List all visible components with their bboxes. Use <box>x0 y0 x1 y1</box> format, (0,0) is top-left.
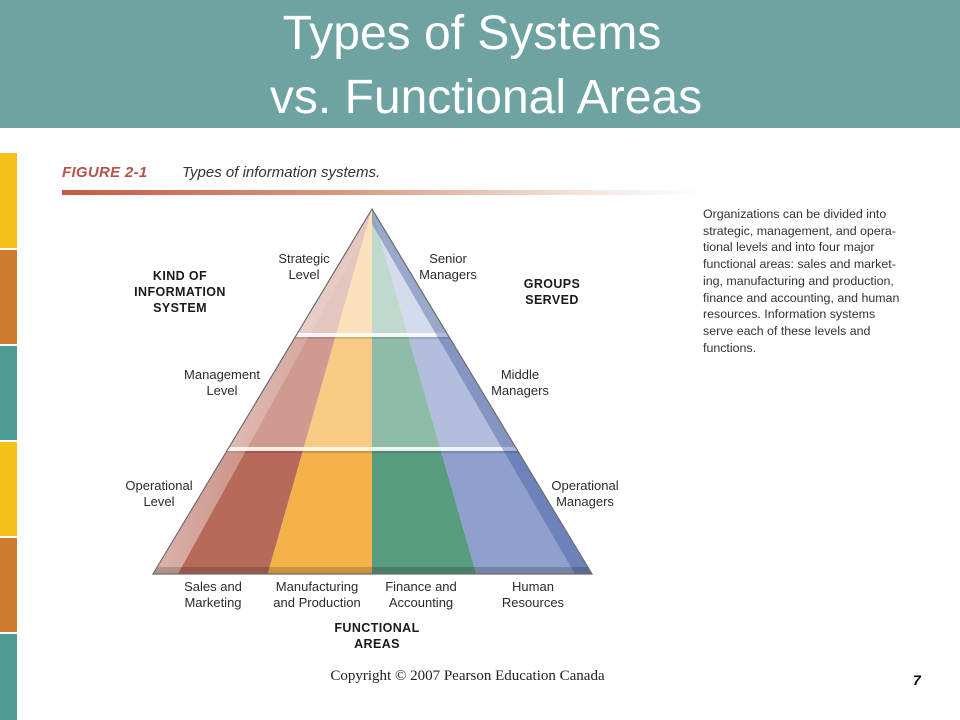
strip-segment-orange-2 <box>0 537 17 633</box>
strip-segment-gold <box>0 153 17 249</box>
group-senior-managers-label: Senior Managers <box>419 251 477 282</box>
area-finance-label: Finance and Accounting <box>385 579 457 610</box>
group-middle-managers-label: Middle Managers <box>491 367 549 398</box>
strip-segment-teal-2 <box>0 633 17 720</box>
level-operational-label: Operational Level <box>125 478 193 509</box>
pyramid-base <box>153 567 592 574</box>
figure-description: Organizations can be divided into strate… <box>703 207 900 355</box>
page-number: 7 <box>913 672 921 688</box>
level-divider-upper <box>153 333 592 337</box>
area-manufacturing-label: Manufacturing and Production <box>273 579 361 610</box>
level-divider-lower <box>153 447 592 451</box>
system-kind-heading: KIND OF INFORMATION SYSTEM <box>134 269 226 315</box>
level-management-label: Management Level <box>184 367 260 398</box>
area-sales-marketing-label: Sales and Marketing <box>184 579 242 610</box>
strip-segment-teal <box>0 345 17 441</box>
slide-title-line-2: vs. Functional Areas <box>269 71 703 124</box>
figure-caption: Types of information systems. <box>182 164 381 181</box>
functional-areas-heading: FUNCTIONAL AREAS <box>334 621 420 651</box>
group-operational-managers-label: Operational Managers <box>551 478 619 509</box>
slide-title-line-1: Types of Systems <box>282 7 662 60</box>
strip-segment-gold-2 <box>0 441 17 537</box>
copyright-notice: Copyright © 2007 Pearson Education Canad… <box>330 668 605 684</box>
figure-rule <box>62 190 702 195</box>
strip-segment-orange <box>0 249 17 345</box>
area-human-resources-label: Human Resources <box>501 579 565 610</box>
title-bar: Types of Systems vs. Functional Areas <box>0 0 960 128</box>
figure-number: FIGURE 2-1 <box>62 164 148 181</box>
level-strategic-label: Strategic Level <box>278 251 330 282</box>
groups-served-heading: GROUPS SERVED <box>523 277 581 307</box>
